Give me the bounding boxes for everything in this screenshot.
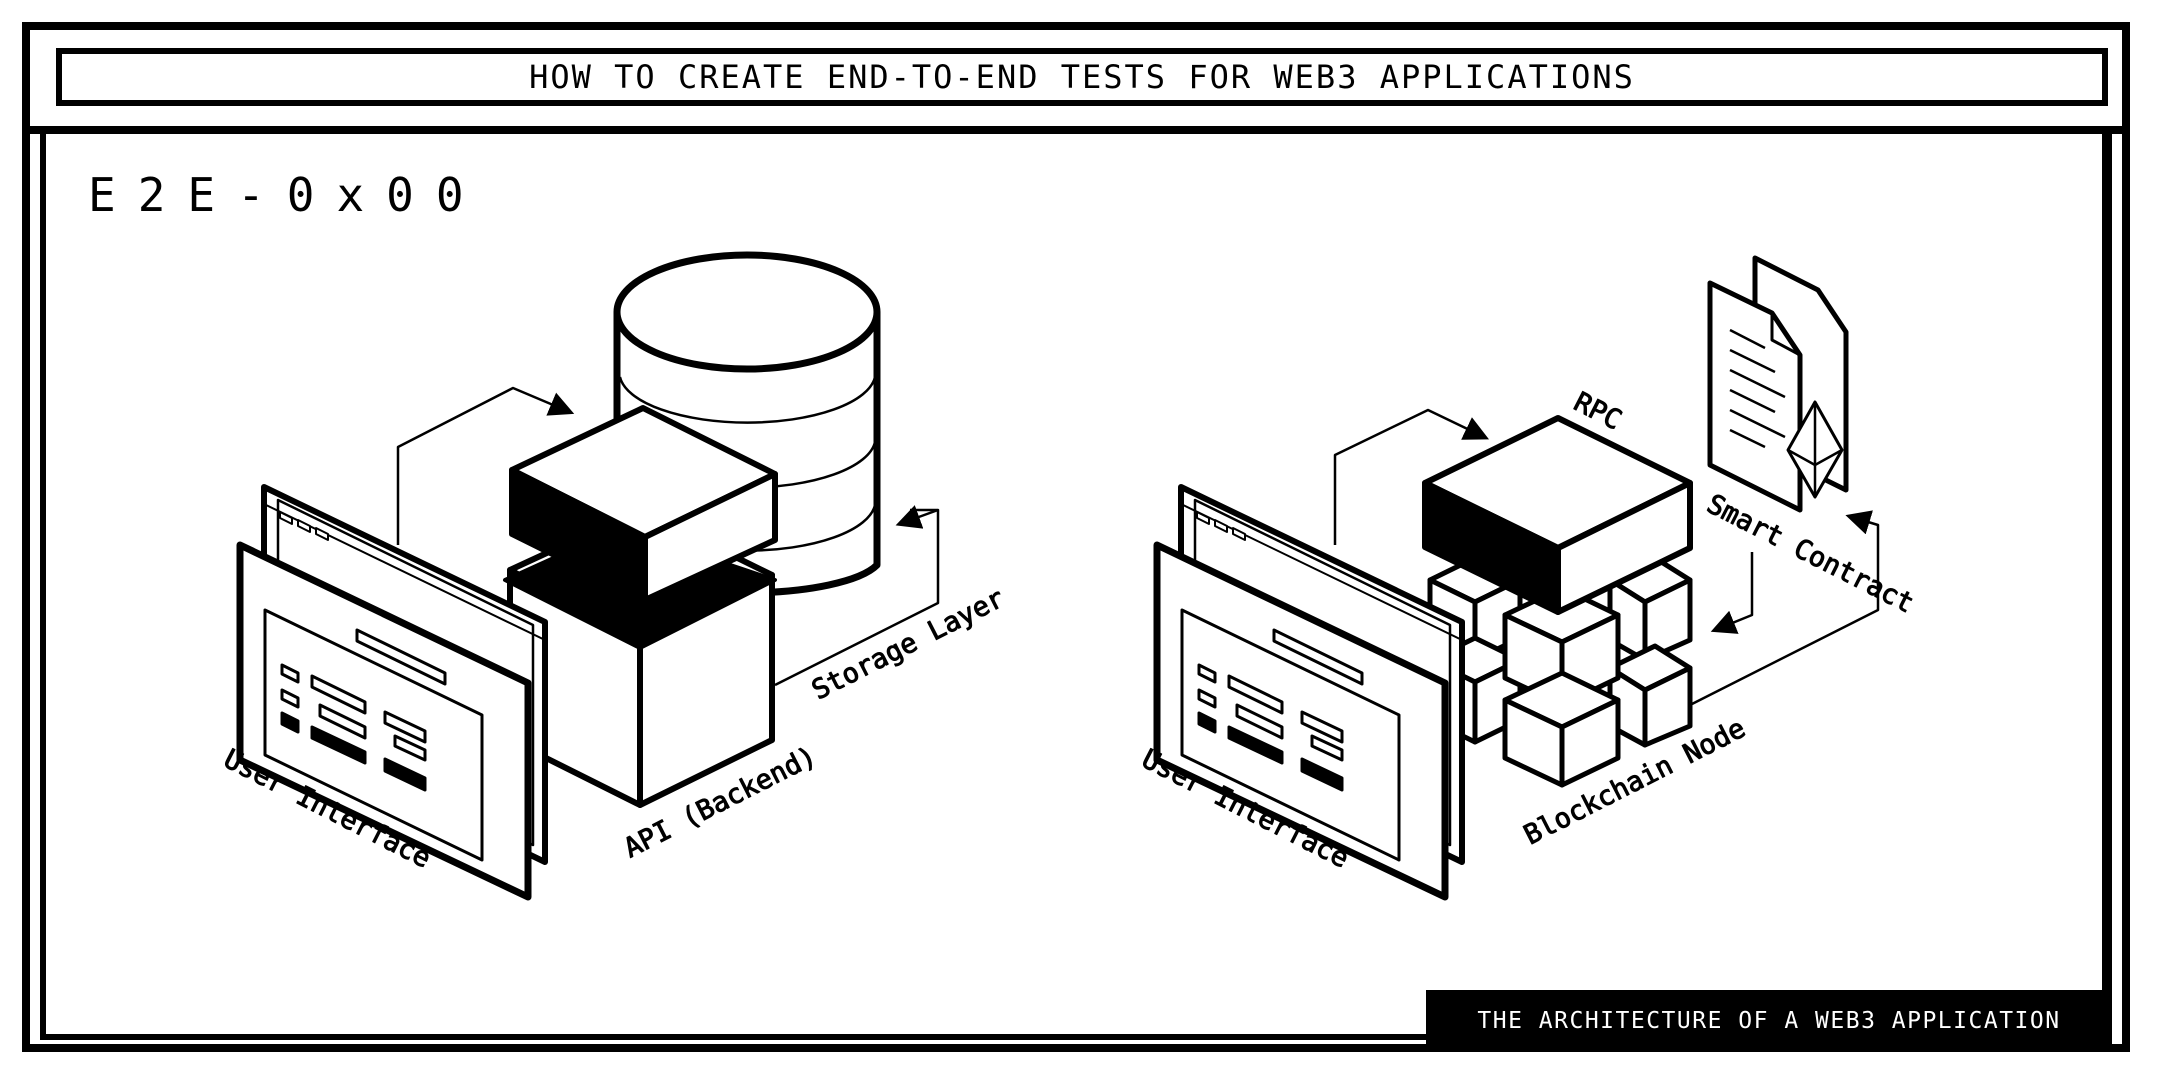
node-to-contract-arrow	[1689, 510, 1880, 707]
smart-contract-label: Smart Contract	[1702, 489, 1919, 620]
document-code: E2E-0x00	[88, 168, 486, 222]
smart-contract-icon	[1707, 255, 1849, 513]
page-title: HOW TO CREATE END-TO-END TESTS FOR WEB3 …	[56, 48, 2108, 106]
outer-frame	[22, 22, 2130, 1052]
header-divider	[22, 126, 2130, 134]
blockchain-node-icon	[1427, 555, 1693, 788]
ui-to-api-arrow	[396, 386, 575, 545]
web3-architecture: User Interface RPC Blockchain Node Smart…	[1136, 255, 1919, 901]
storage-label: Storage Layer	[807, 583, 1009, 707]
rpc-server-icon	[1422, 415, 1693, 615]
content-frame	[40, 134, 2112, 1040]
ui-to-rpc-arrow	[1333, 408, 1490, 545]
web2-architecture: User Interface API (Backend) Storage Lay…	[218, 251, 1010, 901]
web3-ui-window-icon	[1153, 484, 1465, 901]
contract-to-node-arrow	[1710, 552, 1754, 634]
api-to-storage-arrow	[774, 505, 940, 687]
footer-caption: THE ARCHITECTURE OF A WEB3 APPLICATION	[1426, 990, 2112, 1052]
web2-ui-window-icon	[236, 484, 548, 901]
